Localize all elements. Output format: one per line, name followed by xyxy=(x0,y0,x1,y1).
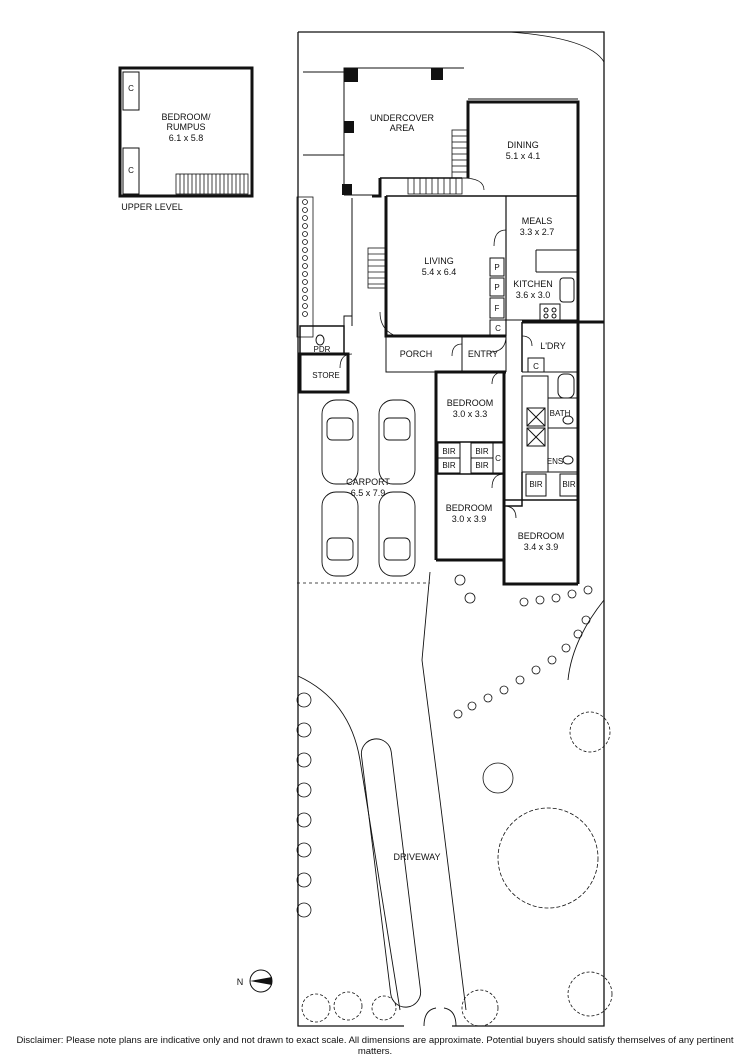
site-boundary xyxy=(297,31,605,1027)
living-dims: 5.4 x 6.4 xyxy=(422,267,457,277)
upper-stairs xyxy=(175,173,249,195)
kitchen-label: KITCHEN xyxy=(513,279,553,289)
driveway-paths xyxy=(297,571,605,1027)
upper-room-label-2: RUMPUS xyxy=(166,122,205,132)
fridge-label: F xyxy=(495,304,500,313)
carport-label: CARPORT xyxy=(346,477,390,487)
bedroom-1-label: BEDROOM xyxy=(447,398,494,408)
bedroom-3-dims: 3.4 x 3.9 xyxy=(524,542,559,552)
pantry-label-2: P xyxy=(494,283,499,292)
undercover-label: UNDERCOVER xyxy=(370,113,435,123)
upper-room-dims: 6.1 x 5.8 xyxy=(169,133,204,143)
upper-closet-1: C xyxy=(128,84,134,93)
undercover-posts xyxy=(342,68,443,195)
bir-label-4: BIR xyxy=(475,461,489,470)
porch-label: PORCH xyxy=(400,349,433,359)
carport-cars xyxy=(321,399,416,577)
stairs-undercover xyxy=(407,129,469,195)
dining-label: DINING xyxy=(507,140,539,150)
bedroom-1-dims: 3.0 x 3.3 xyxy=(453,409,488,419)
bedroom-2-dims: 3.0 x 3.9 xyxy=(452,514,487,524)
driveway-label: DRIVEWAY xyxy=(393,852,440,862)
undercover-label-2: AREA xyxy=(390,123,415,133)
bath-label: BATH xyxy=(550,409,571,418)
pdr-label: PDR xyxy=(314,345,331,354)
entry-label: ENTRY xyxy=(468,349,498,359)
upper-level: BEDROOM/ RUMPUS 6.1 x 5.8 C C UPPER LEVE… xyxy=(118,66,254,212)
carport-dims: 6.5 x 7.9 xyxy=(351,488,386,498)
bir-label-5: BIR xyxy=(529,480,543,489)
room-labels: UNDERCOVER AREA DINING 5.1 x 4.1 MEALS 3… xyxy=(312,113,576,862)
bir-label-2: BIR xyxy=(442,461,456,470)
meals-dims: 3.3 x 2.7 xyxy=(520,227,555,237)
compass-north-label: N xyxy=(237,977,244,987)
disclaimer-text: Disclaimer: Please note plans are indica… xyxy=(16,1035,734,1057)
north-arrow-icon xyxy=(250,977,272,985)
meals-label: MEALS xyxy=(522,216,553,226)
laundry-closet-label: C xyxy=(533,362,539,371)
pantry-label-1: P xyxy=(494,263,499,272)
landscape-shrubs xyxy=(296,574,613,1027)
bedroom-2-label: BEDROOM xyxy=(446,503,493,513)
kitchen-fixtures xyxy=(489,257,578,337)
stairs-living xyxy=(367,247,387,289)
bedroom-3-label: BEDROOM xyxy=(518,531,565,541)
bir-label-3: BIR xyxy=(475,447,489,456)
kitchen-closet-label: C xyxy=(495,324,501,333)
store-label: STORE xyxy=(312,371,339,380)
bedroom-closet-label: C xyxy=(495,454,501,463)
living-label: LIVING xyxy=(424,256,454,266)
upper-closet-2: C xyxy=(128,166,134,175)
garden-fence xyxy=(296,196,314,338)
upper-room-label: BEDROOM/ xyxy=(161,112,211,122)
upper-level-label: UPPER LEVEL xyxy=(121,202,183,212)
north-compass: N xyxy=(237,969,273,993)
door-swings xyxy=(339,177,533,519)
bir-label-6: BIR xyxy=(562,480,576,489)
laundry-label: L'DRY xyxy=(540,341,566,351)
kitchen-dims: 3.6 x 3.0 xyxy=(516,290,551,300)
dining-dims: 5.1 x 4.1 xyxy=(506,151,541,161)
bir-label-1: BIR xyxy=(442,447,456,456)
laundry-fixtures xyxy=(315,334,575,465)
ensuite-label: ENS xyxy=(547,457,563,466)
